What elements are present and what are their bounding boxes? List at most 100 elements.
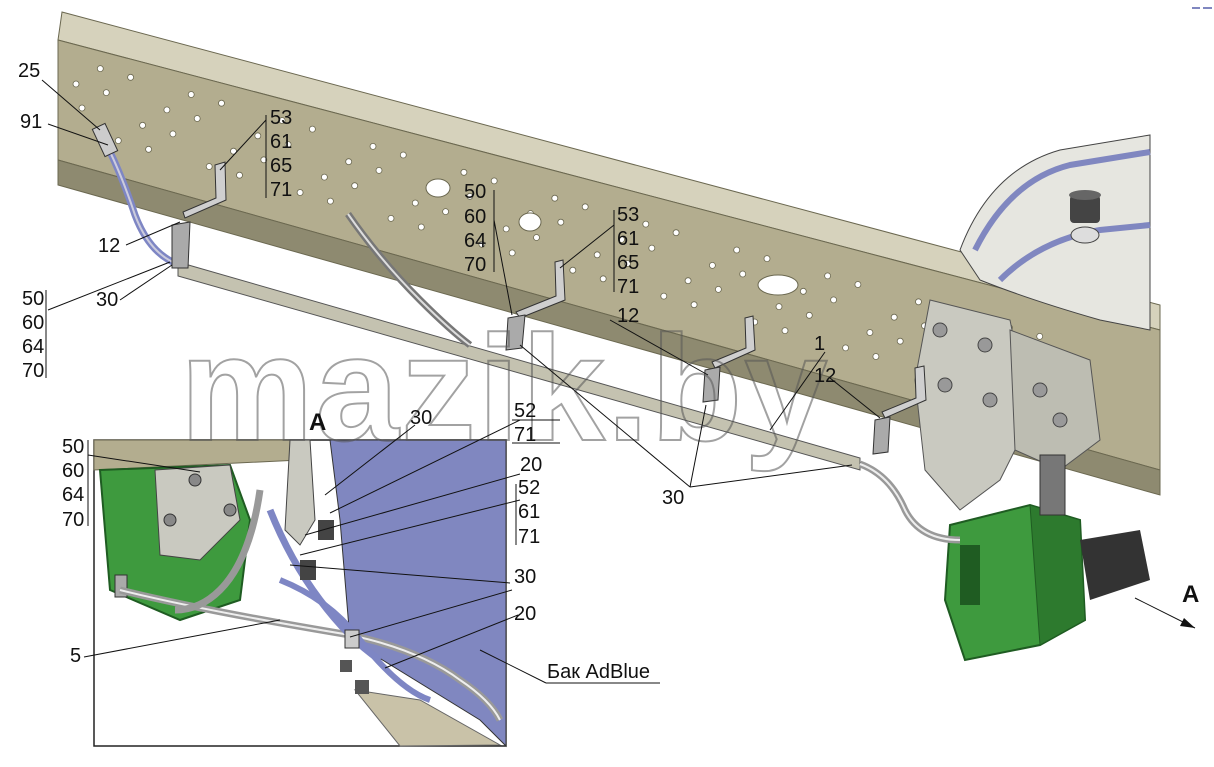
callout-20-top: 20 xyxy=(520,454,542,476)
frame-hole xyxy=(599,275,607,283)
frame-hole xyxy=(296,189,304,196)
frame-hole xyxy=(460,168,468,176)
frame-hole xyxy=(866,329,874,336)
callout-52-top: 52 xyxy=(514,400,536,422)
frame-hole xyxy=(169,130,177,138)
callout-64-mid: 64 xyxy=(464,230,486,252)
frame-hole xyxy=(278,117,286,124)
callout-53-top: 53 xyxy=(270,107,292,129)
frame-hole xyxy=(387,214,395,222)
callout-30-bottom: 30 xyxy=(662,487,684,509)
callout-52-mid: 52 xyxy=(518,477,540,499)
guide-tube xyxy=(177,261,861,471)
callout-50-left: 50 xyxy=(22,288,44,310)
frame-hole xyxy=(127,73,135,81)
frame-hole xyxy=(872,353,880,360)
fuel-tank xyxy=(959,134,1151,331)
frame-hole xyxy=(478,240,486,248)
frame-hole xyxy=(799,287,807,295)
callout-61-52mid: 61 xyxy=(518,501,540,523)
frame-hole xyxy=(533,234,540,241)
frame-hole xyxy=(320,173,328,181)
callout-91: 91 xyxy=(20,111,42,133)
callout-60-left: 60 xyxy=(22,312,44,334)
callout-30-inset-right: 30 xyxy=(514,566,536,588)
frame-hole xyxy=(551,194,559,202)
frame-hole xyxy=(593,251,601,259)
frame-hole xyxy=(145,145,153,153)
frame-hole xyxy=(411,199,419,207)
frame-hole xyxy=(781,327,789,335)
frame-hole xyxy=(763,255,771,263)
frame-hole xyxy=(502,225,510,233)
hoses-main xyxy=(100,138,961,544)
frame-hole xyxy=(581,203,589,211)
callout-71-top: 71 xyxy=(270,179,292,201)
frame-hole xyxy=(715,285,722,293)
frame-hole xyxy=(218,99,225,107)
callout-70-left: 70 xyxy=(22,360,44,382)
frame-hole xyxy=(915,298,922,306)
frame-hole xyxy=(805,311,813,319)
callout-30-inset-top: 30 xyxy=(410,407,432,429)
frame-hole xyxy=(890,313,898,321)
frame-hole xyxy=(466,192,474,200)
frame-hole xyxy=(417,223,425,231)
frame-hole xyxy=(284,141,292,148)
callout-50-inset: 50 xyxy=(62,436,84,458)
frame-hole xyxy=(96,65,104,72)
tank-label: Бак AdBlue xyxy=(547,661,650,683)
frame-hole xyxy=(733,246,741,254)
frame-hole xyxy=(508,249,516,257)
callout-65-top: 65 xyxy=(270,155,292,177)
frame-hole xyxy=(369,142,377,150)
callout-1: 1 xyxy=(814,333,825,355)
callout-71-52top: 71 xyxy=(514,424,536,446)
frame-hole xyxy=(739,270,747,278)
frame-hole xyxy=(102,89,110,96)
frame-hole xyxy=(854,281,862,288)
callout-65-mid: 65 xyxy=(617,252,639,274)
view-label-arrow: A xyxy=(1182,581,1199,608)
frame-hole xyxy=(375,166,383,174)
view-arrow xyxy=(1134,597,1196,629)
callout-20-bottom: 20 xyxy=(514,603,536,625)
frame-hole xyxy=(660,292,668,300)
frame-hole xyxy=(114,137,122,145)
callout-71-52mid: 71 xyxy=(518,526,540,548)
frame-hole xyxy=(230,147,237,155)
callout-70-inset: 70 xyxy=(62,509,84,531)
callout-60-mid: 60 xyxy=(464,206,486,228)
frame-hole xyxy=(830,296,837,304)
frame-hole xyxy=(490,177,498,185)
frame-hole xyxy=(139,121,147,129)
frame-hole xyxy=(326,197,334,205)
frame-hole xyxy=(775,303,783,311)
view-label-inset: A xyxy=(309,409,326,436)
frame-hole xyxy=(684,277,692,285)
frame-hole xyxy=(345,158,353,166)
frame-large-holes xyxy=(425,178,799,296)
brackets xyxy=(91,122,927,455)
frame-hole xyxy=(260,156,268,164)
leader-lines xyxy=(41,79,881,684)
callouts: 25 91 12 30 50 60 64 70 53 61 65 71 50 6… xyxy=(18,60,1199,683)
callout-64-inset: 64 xyxy=(62,484,84,506)
frame-hole xyxy=(308,125,316,133)
frame-hole xyxy=(78,104,86,112)
callout-12-left: 12 xyxy=(98,235,120,257)
frame-hole xyxy=(442,208,450,216)
frame-hole xyxy=(399,151,407,159)
frame-hole xyxy=(205,163,213,170)
callout-64-left: 64 xyxy=(22,336,44,358)
frame-hole xyxy=(557,218,565,226)
callout-12-mid: 12 xyxy=(617,305,639,327)
frame-hole xyxy=(896,337,904,345)
frame-hole xyxy=(351,182,359,190)
callout-71-mid: 71 xyxy=(617,276,639,298)
callout-12-right: 12 xyxy=(814,365,836,387)
callout-61-top: 61 xyxy=(270,131,292,153)
frame-hole xyxy=(72,80,80,88)
callout-5: 5 xyxy=(70,645,81,667)
inset-view-a xyxy=(93,439,507,748)
